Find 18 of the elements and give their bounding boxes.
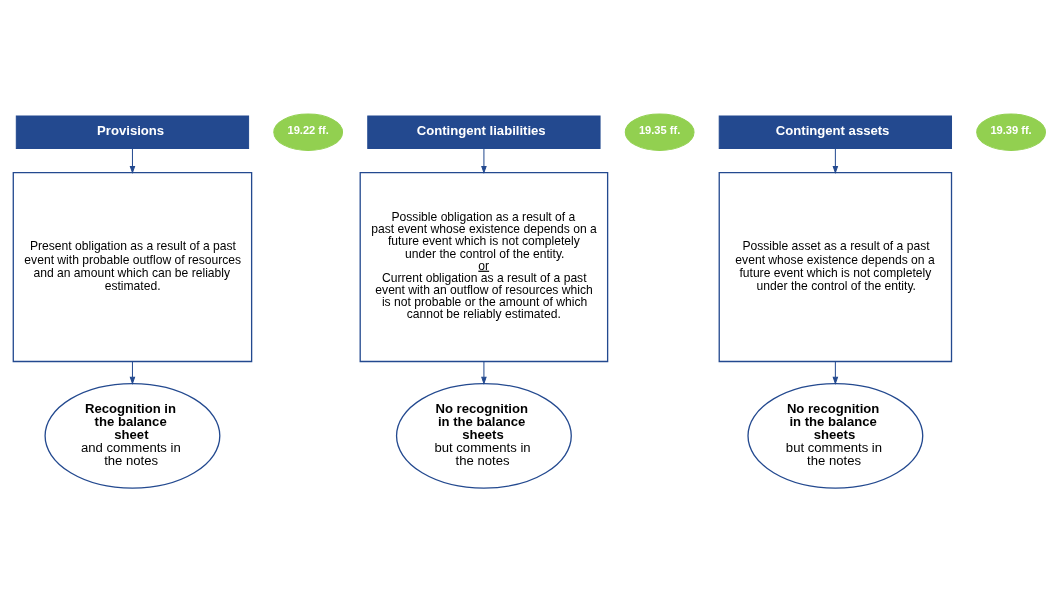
arrow [832, 361, 839, 385]
node-label: 19.35 ff. [638, 124, 681, 137]
node-box: Provisions [15, 115, 250, 149]
arrow [481, 361, 487, 385]
node-ellipse: Recognition in the balance sheet and comments in the notes [44, 382, 221, 489]
node-box: Contingent liabilities [367, 115, 601, 149]
node-box: Present obligation as a result of a past event with probable outflow of resources and an amount which can be reliably estimated. [12, 171, 253, 363]
node-box: Possible obligation as a result of a past event whose existence depends on a future event which is not completely under the control of the entity. or Current obligation as a result of a past event with an outflow of resources which is not probable or the amount of which cannot be reliably estimated. [359, 171, 609, 363]
node-box: Contingent assets [718, 115, 952, 149]
node-label: 19.39 ff. [990, 124, 1032, 137]
node-ellipse: No recognition in the balance sheets but comments in the notes [747, 382, 924, 489]
node-ellipse: No recognition in the balance sheets but comments in the notes [395, 382, 572, 489]
node-label: 19.22 ff. [287, 124, 329, 137]
arrow [832, 147, 839, 175]
arrow [481, 147, 487, 175]
arrow [129, 361, 136, 385]
node-box: Possible asset as a result of a past event whose existence depends on a future event which is not completely under the control of the entity. [718, 171, 953, 363]
arrow [129, 147, 136, 175]
